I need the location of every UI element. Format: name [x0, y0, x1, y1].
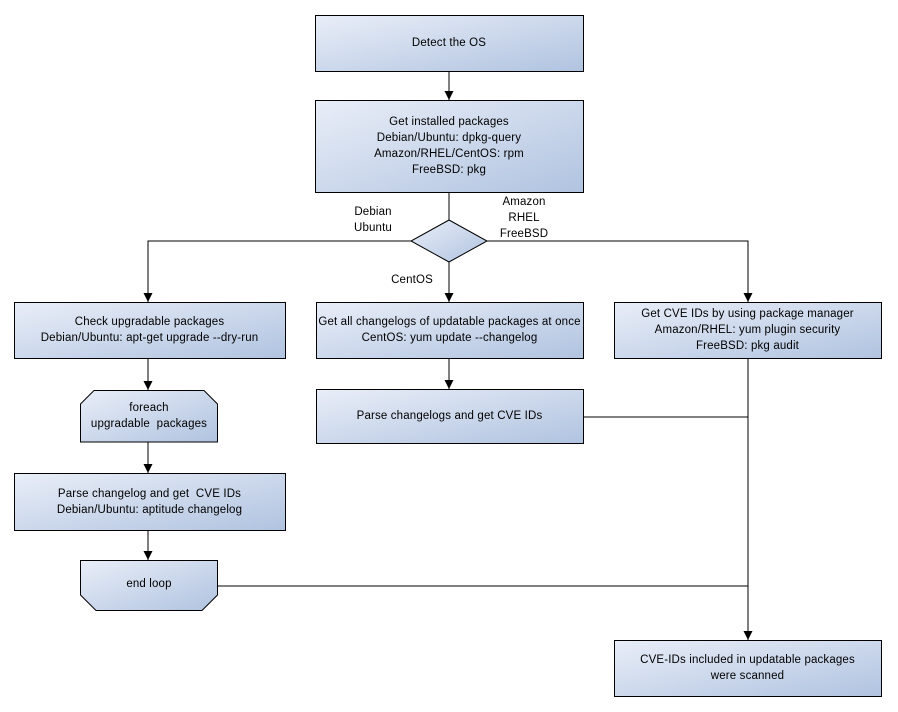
node-scanned-shape — [614, 640, 882, 697]
node-parse-changelog-shape — [14, 473, 286, 531]
connector-decision-to-getcve — [487, 240, 749, 302]
node-check-upgradable-shape — [14, 302, 286, 359]
node-detect-os-shape — [315, 15, 584, 72]
edge-label-amazon-rhel-freebsd: Amazon RHEL FreeBSD — [499, 196, 549, 240]
node-foreach-loop-shape — [80, 390, 218, 443]
node-os-decision-diamond — [409, 219, 489, 263]
arrowhead-into-endloop — [143, 551, 153, 560]
connector-decision-to-check — [147, 240, 411, 302]
arrowhead-into-check — [143, 293, 153, 302]
arrowhead-into-scanned — [743, 631, 753, 640]
node-get-cve-ids-shape — [614, 302, 882, 359]
node-get-installed-shape — [315, 100, 584, 193]
edge-label-debian-ubuntu: Debian Ubuntu — [354, 206, 392, 234]
arrowhead-into-parse-left — [143, 464, 153, 473]
node-end-loop-shape — [80, 560, 218, 611]
arrowhead-into-installed — [444, 91, 454, 100]
node-parse-changelogs-shape — [316, 389, 584, 444]
arrowhead-into-changelogs — [444, 293, 454, 302]
arrowhead-into-getcve — [743, 293, 753, 302]
node-get-changelogs-shape — [316, 302, 584, 359]
arrowhead-into-foreach — [143, 381, 153, 390]
arrowhead-into-parsemid — [444, 380, 454, 389]
edge-label-centos: CentOS — [391, 274, 433, 286]
